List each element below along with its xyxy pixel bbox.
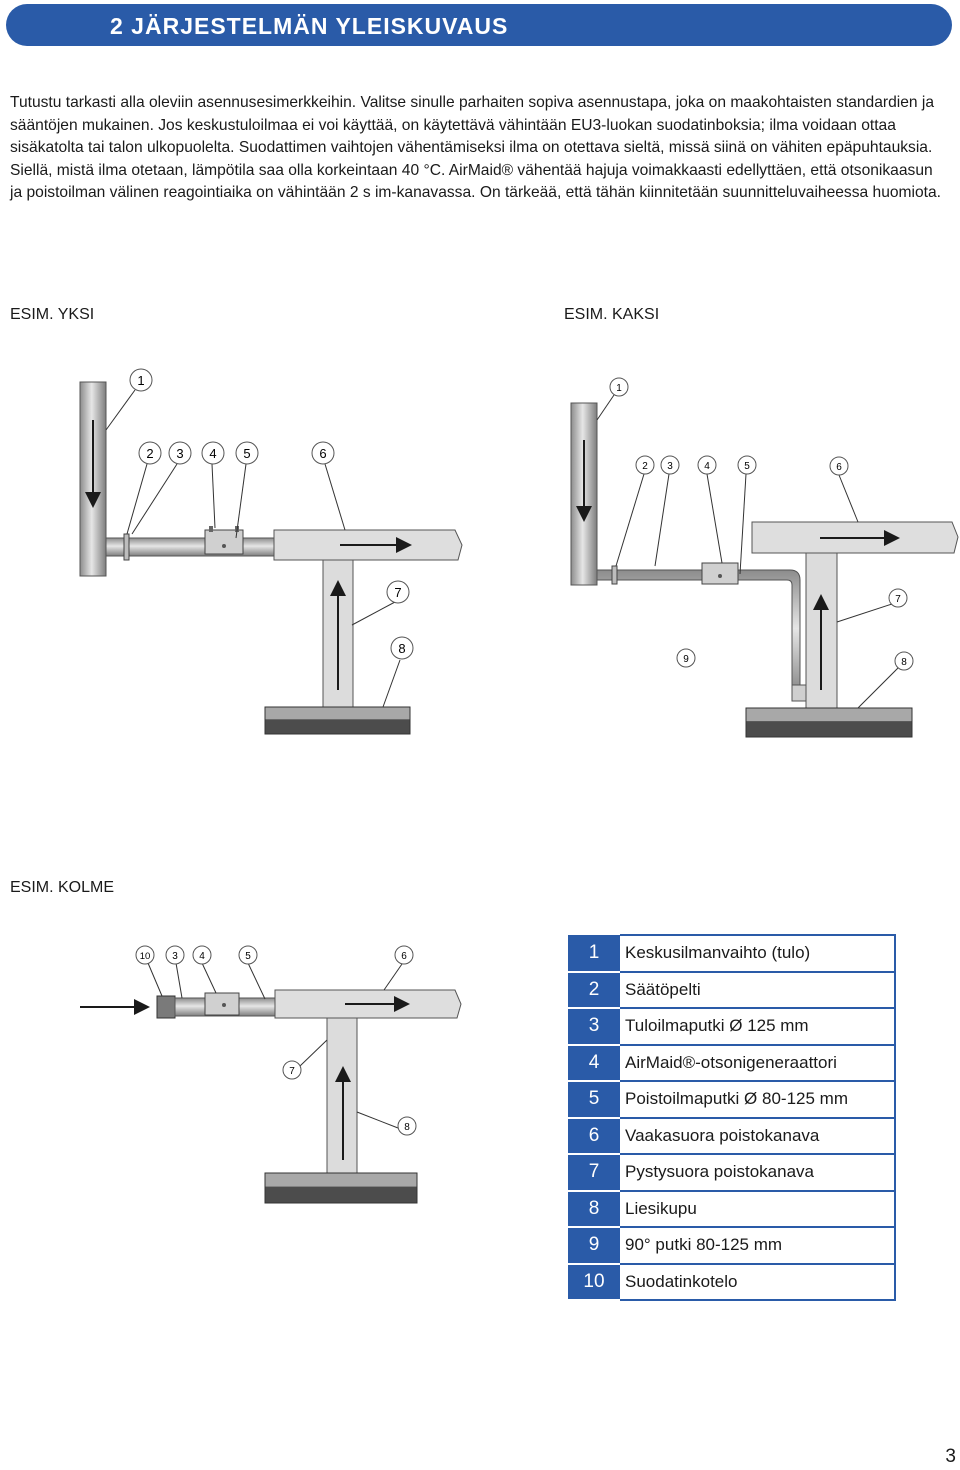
legend-number: 8 bbox=[568, 1190, 620, 1228]
legend-number: 1 bbox=[568, 935, 620, 973]
unit-indicator bbox=[222, 1003, 226, 1007]
unit-clip bbox=[209, 526, 213, 532]
legend-description: 90° putki 80-125 mm bbox=[620, 1226, 896, 1264]
legend-description: Liesikupu bbox=[620, 1189, 896, 1227]
callout-label: 7 bbox=[289, 1066, 295, 1077]
example-two-label: ESIM. KAKSI bbox=[564, 306, 660, 323]
callout-label: 8 bbox=[404, 1122, 410, 1133]
callouts-example-two: 1 2 3 4 5 6 7 9 8 bbox=[609, 377, 914, 671]
unit-indicator bbox=[718, 574, 722, 578]
elbow-pipe bbox=[791, 684, 807, 702]
legend-description: Pystysuora poistokanava bbox=[620, 1153, 896, 1191]
intro-paragraph: Tutustu tarkasti alla oleviin asennusesi… bbox=[10, 94, 942, 201]
callout-label: 1 bbox=[137, 373, 144, 388]
section-header-bar: 2 JÄRJESTELMÄN YLEISKUVAUS bbox=[6, 4, 952, 46]
callout-label: 6 bbox=[401, 951, 407, 962]
callout-label: 10 bbox=[140, 951, 151, 962]
callout-label: 5 bbox=[245, 951, 251, 962]
callout-label: 7 bbox=[394, 585, 401, 600]
callouts-example-three: 10 3 4 5 6 7 8 bbox=[135, 945, 417, 1136]
legend-number: 9 bbox=[568, 1227, 620, 1265]
legend-number: 6 bbox=[568, 1117, 620, 1155]
ozone-generator-unit bbox=[701, 562, 739, 585]
callout-label: 1 bbox=[616, 383, 622, 394]
legend-description: Keskusilmanvaihto (tulo) bbox=[620, 934, 896, 972]
callout-label: 8 bbox=[398, 641, 405, 656]
page-number: 3 bbox=[945, 1446, 956, 1467]
legend-number: 4 bbox=[568, 1044, 620, 1082]
callout-label: 9 bbox=[683, 654, 689, 665]
example-one-diagram: 1 2 3 4 5 6 7 8 bbox=[79, 368, 463, 735]
legend-number: 10 bbox=[568, 1263, 620, 1301]
callout-label: 4 bbox=[209, 446, 216, 461]
cooker-hood bbox=[264, 706, 411, 735]
callout-label: 3 bbox=[172, 951, 178, 962]
damper bbox=[123, 533, 130, 561]
legend-description: Tuloilmaputki Ø 125 mm bbox=[620, 1007, 896, 1045]
legend-description: Poistoilmaputki Ø 80-125 mm bbox=[620, 1080, 896, 1118]
callout-label: 6 bbox=[319, 446, 326, 461]
unit-indicator bbox=[222, 544, 226, 548]
cooker-hood bbox=[745, 707, 913, 738]
legend-number: 7 bbox=[568, 1154, 620, 1192]
callout-label: 6 bbox=[836, 462, 842, 473]
callout-label: 2 bbox=[642, 461, 648, 472]
legend-number: 2 bbox=[568, 971, 620, 1009]
callouts-example-one: 1 2 3 4 5 6 7 8 bbox=[129, 368, 414, 660]
callout-label: 4 bbox=[704, 461, 710, 472]
legend-number: 5 bbox=[568, 1081, 620, 1119]
example-one-label: ESIM. YKSI bbox=[10, 306, 95, 323]
callout-label: 4 bbox=[199, 951, 205, 962]
damper bbox=[611, 565, 618, 585]
legend-description: Vaakasuora poistokanava bbox=[620, 1116, 896, 1154]
legend-number: 3 bbox=[568, 1008, 620, 1046]
legend-description: AirMaid®-otsonigeneraattori bbox=[620, 1043, 896, 1081]
callout-label: 3 bbox=[176, 446, 183, 461]
callout-label: 3 bbox=[667, 461, 673, 472]
example-three-diagram: 10 3 4 5 6 7 8 bbox=[80, 945, 462, 1204]
callout-label: 5 bbox=[243, 446, 250, 461]
legend-description: Säätöpelti bbox=[620, 970, 896, 1008]
filter-box bbox=[156, 995, 176, 1019]
ozone-generator-unit bbox=[204, 992, 240, 1016]
section-title: 2 JÄRJESTELMÄN YLEISKUVAUS bbox=[110, 13, 509, 39]
supply-pipe bbox=[105, 537, 275, 557]
callout-label: 5 bbox=[744, 461, 750, 472]
callout-label: 2 bbox=[146, 446, 153, 461]
supply-pipe-with-bend bbox=[596, 569, 801, 701]
callout-label: 8 bbox=[901, 657, 907, 668]
example-two-diagram: 1 2 3 4 5 6 7 9 8 bbox=[570, 377, 959, 738]
callout-label: 7 bbox=[895, 594, 901, 605]
cooker-hood bbox=[264, 1172, 418, 1204]
ozone-generator-unit bbox=[204, 529, 244, 555]
legend-description: Suodatinkotelo bbox=[620, 1262, 896, 1301]
example-three-label: ESIM. KOLME bbox=[10, 879, 115, 896]
